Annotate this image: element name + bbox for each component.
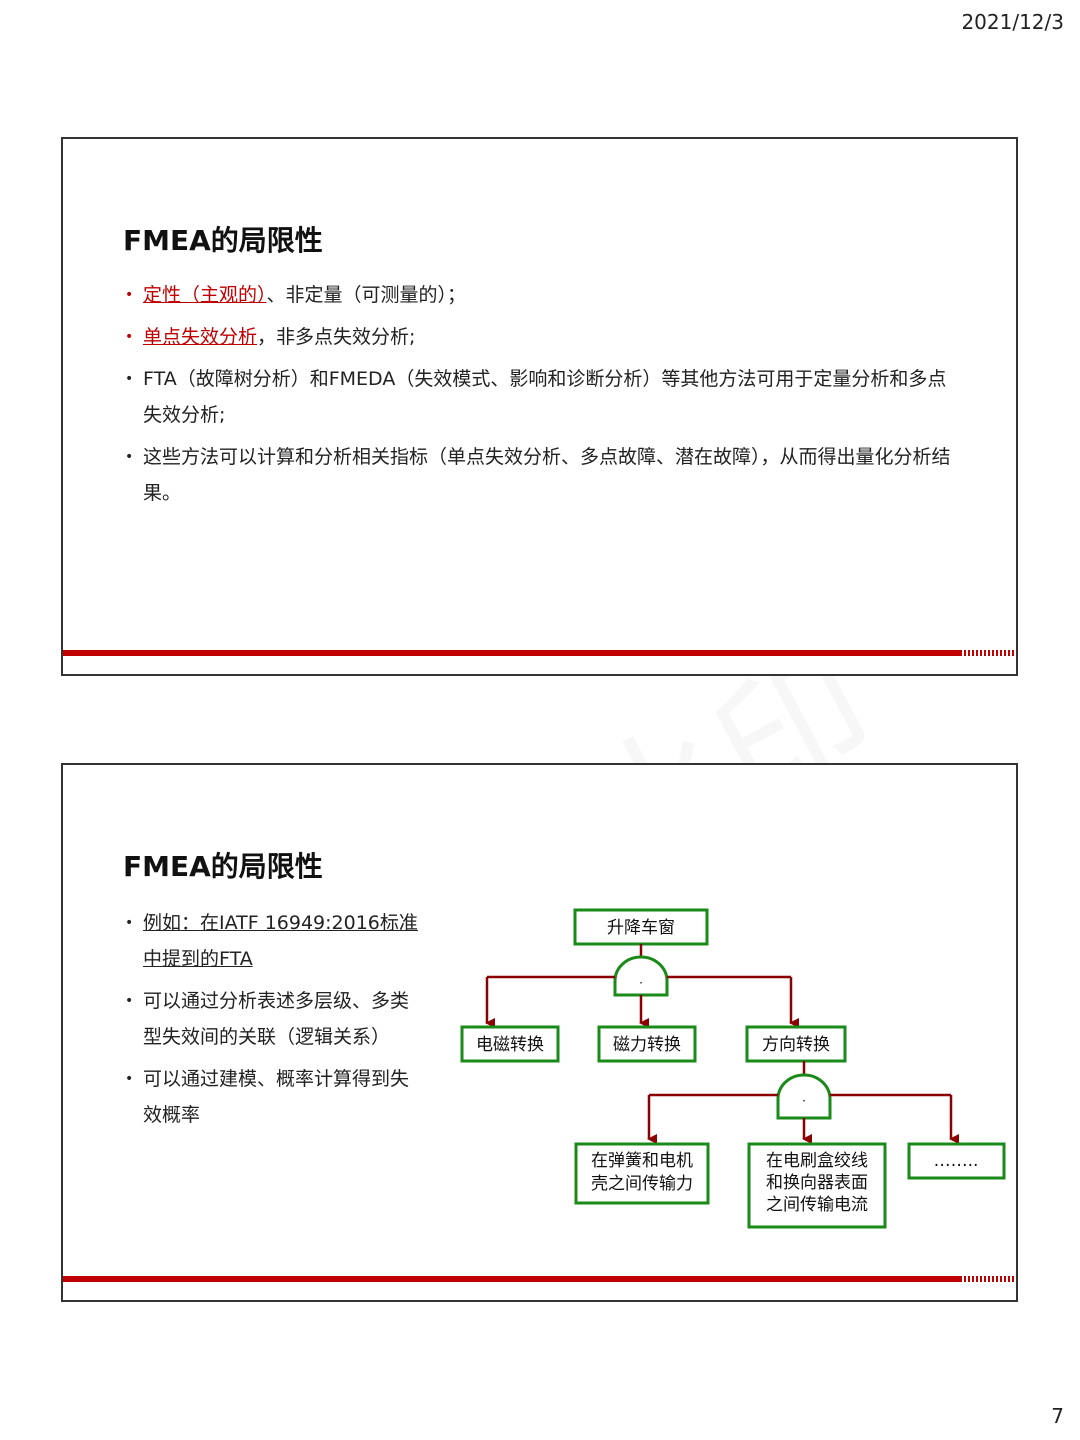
bullet-text: ，非多点失效分析; [257, 326, 416, 348]
fault-tree-diagram: 升降车窗 · 电磁转换 磁力转换 方向转换 · 在弹簧和电机 壳之间传输力 [460, 908, 1006, 1229]
bullet-item: • 例如：在IATF 16949:2016标准中提到的FTA [125, 905, 425, 977]
slide-1: FMEA的局限性 • 定性（主观的）、非定量（可测量的）； • 单点失效分析，非… [61, 137, 1018, 676]
bullet-list: • 定性（主观的）、非定量（可测量的）； • 单点失效分析，非多点失效分析; •… [125, 277, 965, 517]
fta-event-box [907, 1142, 1006, 1180]
bullet-text: 可以通过分析表述多层级、多类型失效间的关联（逻辑关系） [143, 990, 410, 1048]
bullet-dot-icon: • [125, 449, 134, 465]
bullet-dot-icon: • [125, 371, 134, 387]
fta-event-box [597, 1025, 697, 1063]
bullet-dot-icon: • [125, 915, 134, 931]
gate-symbol: · [802, 1094, 806, 1108]
bar-hatch-pattern [960, 1276, 1016, 1282]
bullet-text: 例如：在IATF 16949:2016标准中提到的FTA [143, 912, 418, 970]
fta-event-label: 和换向器表面 [766, 1173, 868, 1193]
bullet-dot-icon: • [125, 1071, 134, 1087]
footer-red-bar [63, 1276, 1016, 1282]
and-gate-icon [613, 955, 669, 997]
fta-basic-event-box [574, 1142, 710, 1205]
fta-event-label: 之间传输电流 [766, 1195, 868, 1215]
fta-event-label: 在弹簧和电机 [591, 1151, 693, 1171]
bullet-text: FTA（故障树分析）和FMEDA（失效模式、影响和诊断分析）等其他方法可用于定量… [143, 368, 947, 426]
gate-symbol: · [639, 976, 643, 990]
highlight-text: 定性（主观的） [143, 284, 267, 306]
fta-event-box [745, 1025, 847, 1063]
bullet-item: • 可以通过分析表述多层级、多类型失效间的关联（逻辑关系） [125, 983, 425, 1055]
bullet-dot-icon: • [125, 287, 134, 303]
fta-event-box [460, 1025, 560, 1063]
bullet-list: • 例如：在IATF 16949:2016标准中提到的FTA • 可以通过分析表… [125, 905, 425, 1139]
highlight-text: 单点失效分析 [143, 326, 258, 348]
bullet-text: 、非定量（可测量的）； [266, 284, 467, 306]
bullet-text: 可以通过建模、概率计算得到失效概率 [143, 1068, 410, 1126]
fta-event-label: …….. [934, 1151, 979, 1171]
fta-event-label: 壳之间传输力 [591, 1174, 693, 1194]
footer-red-bar [63, 650, 1016, 656]
bullet-text: 这些方法可以计算和分析相关指标（单点失效分析、多点故障、潜在故障），从而得出量化… [143, 446, 951, 504]
fta-top-event-label: 升降车窗 [607, 918, 675, 938]
bullet-item: • 单点失效分析，非多点失效分析; [125, 319, 965, 355]
bullet-item: • 这些方法可以计算和分析相关指标（单点失效分析、多点故障、潜在故障），从而得出… [125, 439, 965, 511]
header-date: 2021/12/3 [961, 10, 1064, 34]
slide-2: FMEA的局限性 • 例如：在IATF 16949:2016标准中提到的FTA … [61, 763, 1018, 1302]
page-number: 7 [1051, 1404, 1064, 1428]
fta-event-label: 电磁转换 [476, 1035, 544, 1055]
and-gate-icon [776, 1073, 832, 1120]
bullet-dot-icon: • [125, 329, 134, 345]
fta-event-label: 在电刷盒绞线 [766, 1151, 868, 1171]
bullet-item: • 可以通过建模、概率计算得到失效概率 [125, 1061, 425, 1133]
slide-title: FMEA的局限性 [123, 224, 323, 257]
fta-basic-event-box [747, 1142, 887, 1229]
bullet-item: • FTA（故障树分析）和FMEDA（失效模式、影响和诊断分析）等其他方法可用于… [125, 361, 965, 433]
bullet-dot-icon: • [125, 993, 134, 1009]
fta-event-label: 磁力转换 [613, 1035, 681, 1055]
bar-hatch-pattern [960, 650, 1016, 656]
bullet-item: • 定性（主观的）、非定量（可测量的）； [125, 277, 965, 313]
fta-event-label: 方向转换 [762, 1035, 830, 1055]
slide-title: FMEA的局限性 [123, 850, 323, 883]
